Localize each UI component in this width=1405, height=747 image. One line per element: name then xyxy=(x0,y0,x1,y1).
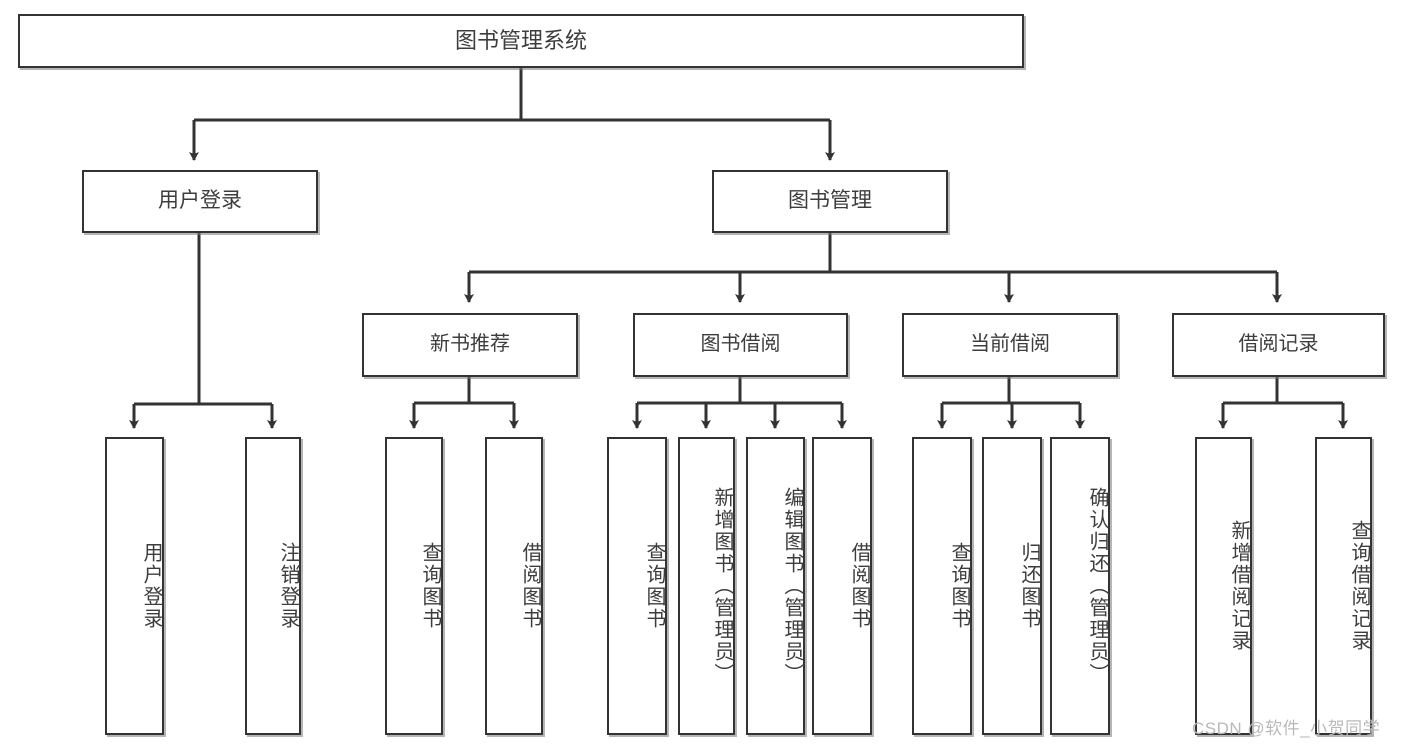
node-root-label: 图书管理系统 xyxy=(454,28,587,54)
node-leaf-borrow-book-1[interactable]: 借阅图书 xyxy=(485,437,543,735)
node-current-borrow[interactable]: 当前借阅 xyxy=(902,313,1118,377)
node-user-login[interactable]: 用户登录 xyxy=(82,170,318,233)
node-leaf-add-book[interactable]: 新增图书（管理员） xyxy=(678,437,735,735)
node-leaf-query-book-2[interactable]: 查询图书 xyxy=(607,437,667,735)
node-leaf-user-login[interactable]: 用户登录 xyxy=(105,437,164,735)
node-current-borrow-label: 当前借阅 xyxy=(970,333,1050,356)
node-leaf-query-book-2-label: 查询图书 xyxy=(643,542,665,630)
node-leaf-add-book-label: 新增图书（管理员） xyxy=(711,487,733,685)
node-leaf-confirm-return[interactable]: 确认归还（管理员） xyxy=(1050,437,1110,735)
node-leaf-query-record-label: 查询借阅记录 xyxy=(1348,520,1370,652)
node-book-borrow-label: 图书借阅 xyxy=(700,333,781,356)
node-borrow-record-label: 借阅记录 xyxy=(1238,333,1319,356)
node-book-manage-label: 图书管理 xyxy=(788,189,872,213)
csdn-watermark: CSDN @软件_小贺同学 xyxy=(1192,719,1381,738)
node-leaf-add-record-label: 新增借阅记录 xyxy=(1228,520,1250,652)
node-leaf-query-book-1-label: 查询图书 xyxy=(419,542,441,630)
node-leaf-query-book-3[interactable]: 查询图书 xyxy=(912,437,972,735)
node-leaf-borrow-book-2-label: 借阅图书 xyxy=(848,542,870,630)
node-leaf-add-record[interactable]: 新增借阅记录 xyxy=(1195,437,1252,735)
node-borrow-record[interactable]: 借阅记录 xyxy=(1172,313,1385,377)
node-new-book-rec[interactable]: 新书推荐 xyxy=(362,313,578,377)
node-book-borrow[interactable]: 图书借阅 xyxy=(633,313,848,377)
node-leaf-user-login-label: 用户登录 xyxy=(140,542,162,630)
node-root[interactable]: 图书管理系统 xyxy=(18,14,1024,68)
node-leaf-edit-book-label: 编辑图书（管理员） xyxy=(781,487,803,685)
node-new-book-rec-label: 新书推荐 xyxy=(430,333,510,356)
node-leaf-return-book[interactable]: 归还图书 xyxy=(982,437,1042,735)
node-leaf-logout-label: 注销登录 xyxy=(277,542,299,630)
node-leaf-borrow-book-1-label: 借阅图书 xyxy=(519,542,541,630)
node-leaf-logout[interactable]: 注销登录 xyxy=(245,437,301,735)
node-leaf-return-book-label: 归还图书 xyxy=(1018,542,1040,630)
node-user-login-label: 用户登录 xyxy=(158,189,242,213)
node-leaf-query-book-3-label: 查询图书 xyxy=(948,542,970,630)
node-leaf-confirm-return-label: 确认归还（管理员） xyxy=(1086,487,1108,685)
node-book-manage[interactable]: 图书管理 xyxy=(712,170,948,233)
node-leaf-query-record[interactable]: 查询借阅记录 xyxy=(1315,437,1372,735)
node-leaf-borrow-book-2[interactable]: 借阅图书 xyxy=(812,437,872,735)
node-leaf-query-book-1[interactable]: 查询图书 xyxy=(385,437,443,735)
node-leaf-edit-book[interactable]: 编辑图书（管理员） xyxy=(746,437,805,735)
